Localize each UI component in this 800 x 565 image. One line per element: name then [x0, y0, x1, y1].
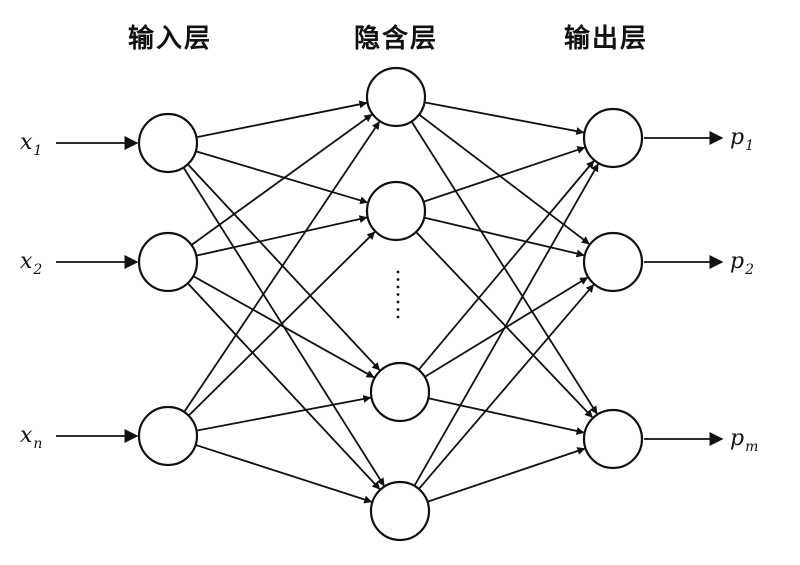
ellipsis-dot: [396, 285, 400, 289]
output-node-3: [582, 408, 644, 470]
input-node-2: [137, 231, 199, 293]
ellipsis-dot: [396, 278, 400, 281]
input-hidden-edge-6: [192, 275, 375, 379]
input-label-2: x2: [20, 249, 42, 278]
output-label-2: p2: [730, 249, 754, 278]
input-hidden-edge-1: [195, 150, 369, 205]
ellipsis-dot: [396, 293, 400, 296]
hidden-output-edge-4: [424, 216, 585, 258]
output-label-1: p1: [730, 125, 754, 154]
input-hidden-edge-8: [183, 121, 381, 413]
ellipsis-dot: [396, 270, 400, 274]
input-hidden-edge-11: [195, 444, 373, 504]
hidden-output-edge-0: [424, 101, 585, 136]
input-hidden-edge-10: [196, 395, 372, 432]
hidden-output-edge-7: [424, 276, 589, 378]
input-hidden-edge-2: [187, 163, 381, 371]
connection-edges: [182, 100, 599, 504]
hidden-node-3: [369, 361, 431, 423]
ellipsis-dot: [396, 308, 400, 311]
hidden-output-edge-3: [423, 146, 586, 203]
hidden-ellipsis: [396, 270, 400, 319]
hidden-output-edge-6: [417, 160, 595, 371]
hidden-layer-title: 隐含层: [353, 24, 438, 54]
input-hidden-edge-9: [188, 231, 376, 417]
input-hidden-edge-4: [190, 113, 373, 246]
input-hidden-edge-7: [187, 282, 381, 490]
hidden-output-edge-9: [413, 163, 599, 487]
output-node-2: [582, 231, 644, 293]
ellipsis-dot: [396, 315, 400, 319]
input-layer-title: 输入层: [127, 24, 212, 54]
variable-labels: x1 x2 xn p1 p2 pm: [20, 125, 758, 455]
hidden-output-edge-11: [427, 447, 586, 503]
output-layer-title: 输出层: [563, 24, 648, 54]
output-node-1: [582, 107, 644, 169]
input-node-3: [137, 405, 199, 467]
hidden-node-2: [365, 180, 427, 242]
ellipsis-dot: [396, 300, 400, 304]
hidden-output-edge-10: [418, 284, 595, 490]
input-hidden-edge-0: [196, 100, 368, 139]
neuron-nodes: [137, 66, 644, 542]
input-label-3: xn: [20, 423, 42, 452]
input-label-1: x1: [20, 130, 42, 159]
hidden-output-edge-5: [415, 231, 593, 418]
input-hidden-edge-5: [196, 215, 368, 257]
input-node-1: [137, 112, 199, 174]
output-label-3: pm: [730, 426, 758, 455]
hidden-node-1: [365, 66, 427, 128]
hidden-output-edge-1: [418, 113, 590, 245]
hidden-output-edge-8: [428, 397, 585, 435]
io-arrows: [56, 131, 724, 446]
hidden-node-4: [369, 480, 431, 542]
